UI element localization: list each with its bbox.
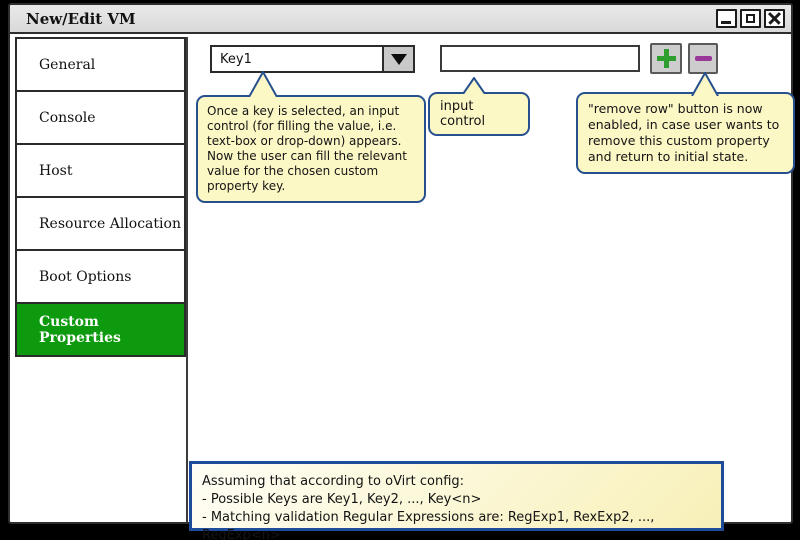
tab-host[interactable]: Host: [15, 143, 186, 198]
note-line: - Possible Keys are Key1, Key2, ..., Key…: [202, 492, 482, 507]
close-icon: [768, 12, 781, 25]
callout-pointer: [248, 71, 278, 97]
note-line: - Matching validation Regular Expression…: [202, 510, 655, 540]
callout-input-control: input control: [428, 92, 530, 136]
config-assumption-note: Assuming that according to oVirt config:…: [189, 461, 724, 540]
callout-pointer: [462, 77, 486, 94]
new-edit-vm-window: New/Edit VM General Console Host Resourc…: [8, 3, 793, 524]
note-line: Assuming that according to oVirt config:: [202, 474, 465, 489]
plus-icon: [656, 49, 676, 68]
callout-key-selected: Once a key is selected, an input control…: [196, 95, 426, 203]
tab-boot-options[interactable]: Boot Options: [15, 249, 186, 304]
maximize-icon: [746, 14, 755, 23]
callout-remove-row: "remove row" button is now enabled, in c…: [576, 92, 795, 174]
minimize-icon: [721, 21, 731, 24]
window-title: New/Edit VM: [26, 9, 136, 28]
add-row-button[interactable]: [650, 43, 682, 74]
tab-resource-allocation[interactable]: Resource Allocation: [15, 196, 186, 251]
close-button[interactable]: [764, 9, 785, 28]
callout-pointer: [691, 72, 719, 96]
key-dropdown[interactable]: Key1: [210, 45, 415, 73]
remove-row-button[interactable]: [688, 43, 718, 74]
key-dropdown-button[interactable]: [382, 47, 413, 71]
maximize-button[interactable]: [740, 9, 761, 28]
tab-console[interactable]: Console: [15, 90, 186, 145]
tab-general[interactable]: General: [15, 37, 186, 92]
minimize-button[interactable]: [716, 9, 737, 28]
key-dropdown-value: Key1: [220, 51, 252, 67]
minus-icon: [694, 56, 712, 61]
window-controls: [713, 9, 785, 28]
value-input[interactable]: [440, 45, 640, 72]
tab-custom-properties[interactable]: Custom Properties: [15, 302, 186, 357]
chevron-down-icon: [390, 53, 407, 65]
sidebar: General Console Host Resource Allocation…: [15, 37, 188, 522]
title-bar: New/Edit VM: [10, 5, 791, 34]
